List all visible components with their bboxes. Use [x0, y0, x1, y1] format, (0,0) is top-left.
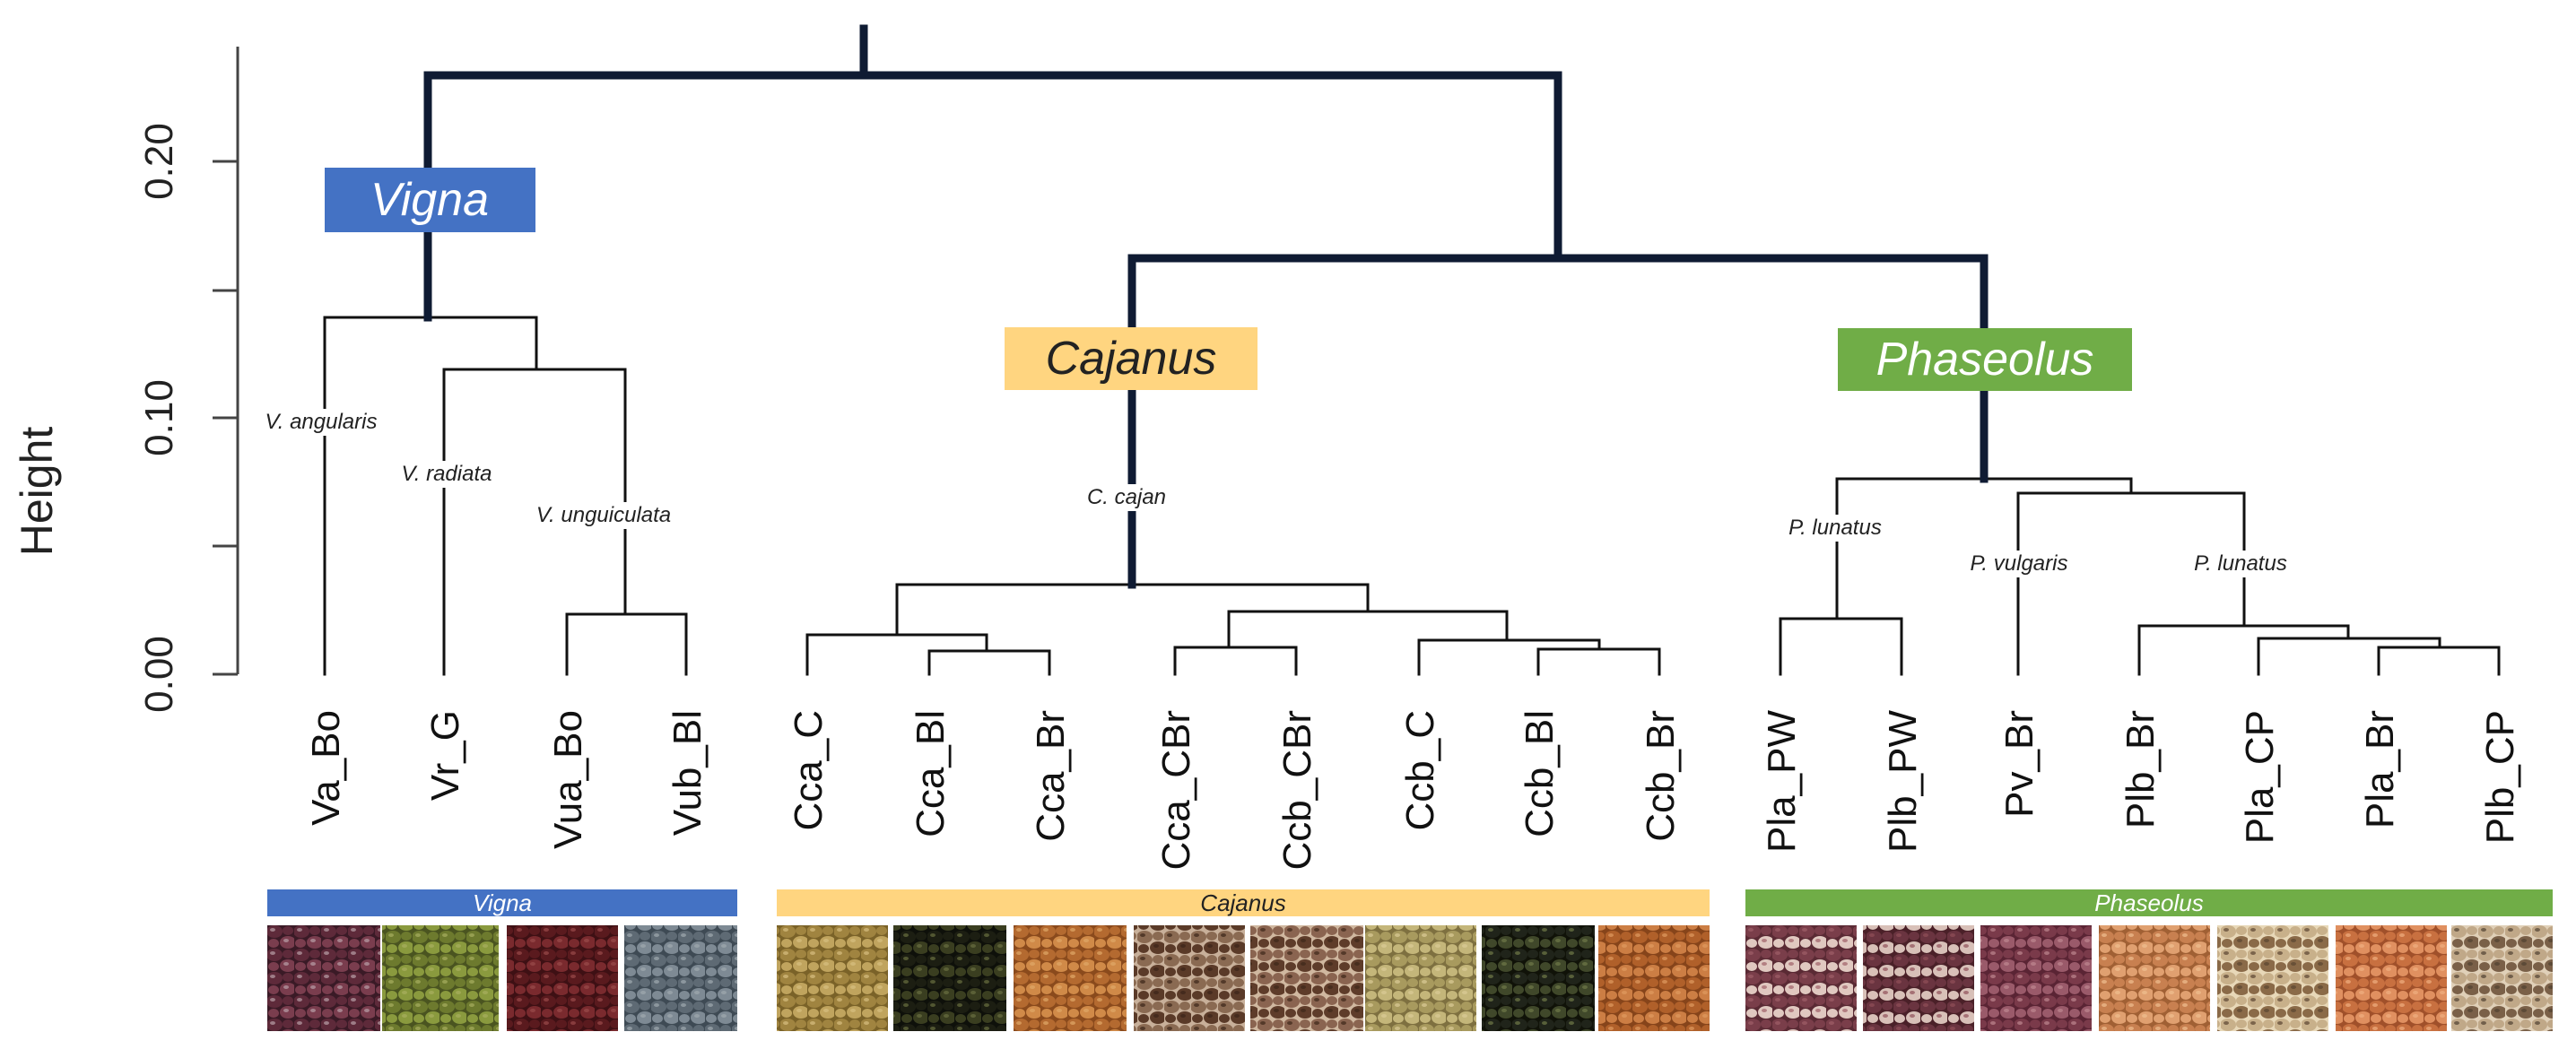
seed-photo: [2451, 925, 2553, 1031]
seed-photo: [893, 925, 1006, 1031]
leaf-label: Plb_CP: [2478, 710, 2522, 844]
leaf-label: Pla_Br: [2358, 710, 2402, 828]
leaf-label: Cca_CBr: [1154, 710, 1198, 871]
species-label: C. cajan: [1087, 485, 1166, 509]
leaf-label: Cca_Br: [1029, 710, 1073, 842]
leaf-label: Ccb_C: [1398, 710, 1442, 831]
dendrogram-branches: [323, 316, 2501, 676]
species-label: V. angularis: [265, 410, 378, 434]
seed-photo: [1014, 925, 1127, 1031]
y-tick-label: 0.20: [137, 123, 181, 200]
y-axis-label: Height: [12, 427, 62, 557]
seed-photo: [382, 925, 499, 1031]
species-label-bg: [1077, 484, 1176, 511]
seed-photo: [507, 925, 618, 1031]
genus-label: Vigna: [370, 174, 489, 226]
leaf-label: Ccb_Bl: [1518, 710, 1562, 837]
species-label-bg: [386, 461, 508, 488]
genus-box-cajanus: [1005, 327, 1258, 390]
seed-photo: [1863, 925, 1974, 1031]
genus-label: Phaseolus: [1876, 334, 2094, 386]
leaf-label: Plb_Br: [2119, 710, 2163, 828]
leaf-label: Ccb_CBr: [1275, 710, 1319, 871]
seed-photo: [1598, 925, 1710, 1031]
seed-photo: [1980, 925, 2092, 1031]
seed-photo: [1250, 925, 1363, 1031]
leaf-label: Va_Bo: [304, 710, 348, 826]
leaf-label: Cca_Bl: [909, 710, 953, 837]
seed-photo: [1365, 925, 1476, 1031]
genus-box-vigna: [325, 168, 535, 232]
species-label: P. lunatus: [1788, 516, 1882, 540]
leaf-label: Cca_C: [787, 710, 831, 831]
leaf-label: Vub_Bl: [666, 710, 709, 836]
genus-strip-phaseolus: [1745, 889, 2553, 916]
species-labels: V. angularis V. radiata V. unguiculata C. c…: [249, 409, 2302, 577]
seed-photo: [2099, 925, 2210, 1031]
leaf-label: Plb_PW: [1881, 710, 1925, 853]
leaf-label: Vua_Bo: [546, 710, 590, 849]
species-label: P. lunatus: [2194, 551, 2287, 576]
species-label-bg: [1953, 551, 2085, 577]
species-label: V. unguiculata: [536, 503, 671, 527]
species-label-bg: [2180, 551, 2302, 577]
seed-photo: [777, 925, 888, 1031]
genus-backbone-branches: [423, 24, 1989, 589]
leaf-label: Pla_PW: [1760, 710, 1804, 853]
species-label-bg: [249, 409, 393, 436]
leaf-label: Vr_G: [423, 710, 467, 801]
leaf-label: Pv_Br: [1997, 710, 2041, 818]
species-label: V. radiata: [402, 462, 492, 486]
genus-strip-cajanus: [777, 889, 1710, 916]
seed-photo: [1134, 925, 1245, 1031]
seed-photo: [267, 925, 380, 1031]
seed-photos: [267, 925, 2553, 1031]
species-label-bg: [520, 502, 687, 529]
y-tick-labels: 0.00 0.10 0.20: [137, 123, 181, 713]
y-axis: [213, 47, 239, 676]
seed-photo: [1745, 925, 1857, 1031]
y-tick-label: 0.10: [137, 379, 181, 456]
genus-strip-label: Cajanus: [1200, 889, 1285, 916]
genus-strip-vigna: [267, 889, 737, 916]
seed-photo: [2336, 925, 2447, 1031]
y-tick-label: 0.00: [137, 636, 181, 713]
leaf-labels: Va_Bo Vr_G Vua_Bo Vub_Bl Cca_C Cca_Bl Cca_Br Cc…: [304, 710, 2522, 871]
seed-photo: [1482, 925, 1595, 1031]
leaf-label: Ccb_Br: [1639, 710, 1683, 842]
seed-photo: [2217, 925, 2328, 1031]
genus-strip-label: Vigna: [473, 889, 532, 916]
seed-photo: [624, 925, 737, 1031]
species-label: P. vulgaris: [1971, 551, 2068, 576]
genus-label: Cajanus: [1046, 333, 1217, 385]
genus-strips: Vigna Cajanus Phaseolus: [267, 889, 2553, 916]
leaf-label: Pla_CP: [2238, 710, 2282, 844]
genus-strip-label: Phaseolus: [2094, 889, 2203, 916]
genus-box-phaseolus: [1838, 328, 2132, 391]
species-label-bg: [1774, 515, 1896, 542]
